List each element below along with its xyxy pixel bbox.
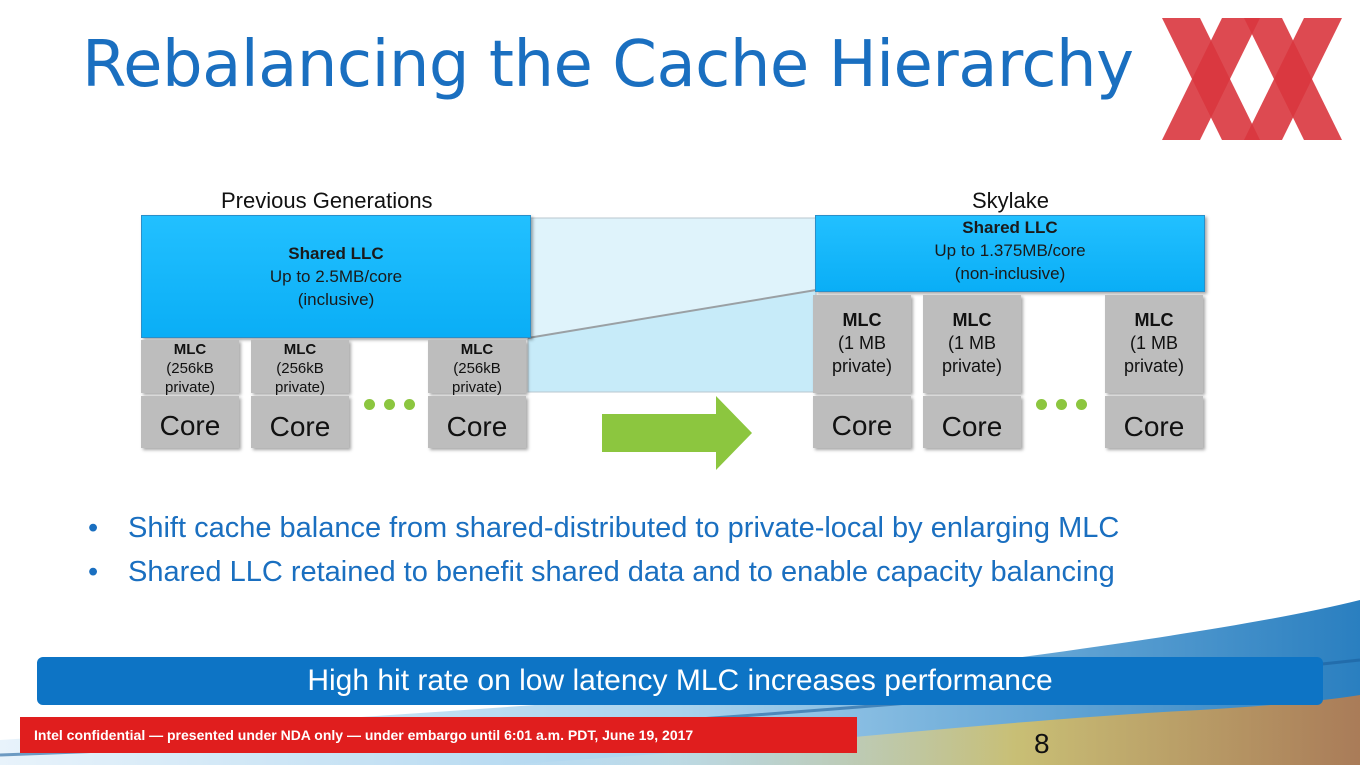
skylake-shared-llc: Shared LLC Up to 1.375MB/core (non-inclu… — [815, 215, 1205, 292]
mlc-scope: private) — [1123, 356, 1185, 376]
previous-ellipsis-dots — [364, 399, 424, 410]
skylake-label: Skylake — [972, 188, 1050, 213]
mlc-scope: private) — [164, 379, 216, 396]
skylake-mlc-2: MLC (1 MB private) — [923, 295, 1021, 393]
previous-mlc-3: MLC (256kB private) — [428, 340, 526, 396]
page-title: Rebalancing the Cache Hierarchy — [82, 28, 1134, 102]
previous-core-3: Core — [428, 396, 526, 448]
previous-core-2: Core — [251, 396, 349, 448]
previous-core-1: Core — [141, 396, 239, 448]
transition-arrow-icon — [602, 396, 752, 470]
skylake-core-1: Core — [813, 396, 911, 448]
mlc-size: (1 MB — [1129, 333, 1178, 353]
mlc-size: (256kB — [276, 360, 324, 377]
mlc-scope: private) — [274, 379, 326, 396]
skylake-core-2: Core — [923, 396, 1021, 448]
bullet-text: Shared LLC retained to benefit shared da… — [128, 556, 1115, 588]
previous-generations-label: Previous Generations — [221, 188, 433, 213]
llc-capacity: Up to 2.5MB/core — [269, 267, 403, 286]
mlc-title: MLC — [952, 310, 992, 330]
llc-inclusion: (inclusive) — [297, 290, 375, 309]
llc-capacity: Up to 1.375MB/core — [934, 241, 1086, 260]
skylake-ellipsis-dots — [1036, 399, 1096, 410]
xx-logo — [1162, 18, 1342, 140]
previous-mlc-1: MLC (256kB private) — [141, 340, 239, 396]
mlc-scope: private) — [831, 356, 893, 376]
mlc-title: MLC — [842, 310, 882, 330]
skylake-core-3: Core — [1105, 396, 1203, 448]
previous-mlc-2: MLC (256kB private) — [251, 340, 349, 396]
conclusion-banner: High hit rate on low latency MLC increas… — [37, 657, 1323, 705]
llc-title: Shared LLC — [288, 244, 384, 263]
previous-shared-llc: Shared LLC Up to 2.5MB/core (inclusive) — [141, 215, 531, 338]
page-number: 8 — [1034, 728, 1050, 759]
mlc-scope: private) — [941, 356, 1003, 376]
bullet-mark: • — [88, 512, 99, 544]
bullet-text: Shift cache balance from shared-distribu… — [128, 512, 1120, 544]
mlc-size: (256kB — [453, 360, 501, 377]
mlc-title: MLC — [283, 341, 317, 358]
llc-title: Shared LLC — [962, 218, 1058, 237]
mlc-size: (1 MB — [947, 333, 996, 353]
mlc-title: MLC — [173, 341, 207, 358]
llc-inclusion: (non-inclusive) — [954, 264, 1066, 283]
mlc-size: (256kB — [166, 360, 214, 377]
confidentiality-notice: Intel confidential — presented under NDA… — [20, 717, 857, 753]
mlc-title: MLC — [1134, 310, 1174, 330]
mlc-title: MLC — [460, 341, 494, 358]
bullet-mark: • — [88, 556, 99, 588]
skylake-mlc-1: MLC (1 MB private) — [813, 295, 911, 393]
skylake-mlc-3: MLC (1 MB private) — [1105, 295, 1203, 393]
mlc-size: (1 MB — [837, 333, 886, 353]
mlc-scope: private) — [451, 379, 503, 396]
